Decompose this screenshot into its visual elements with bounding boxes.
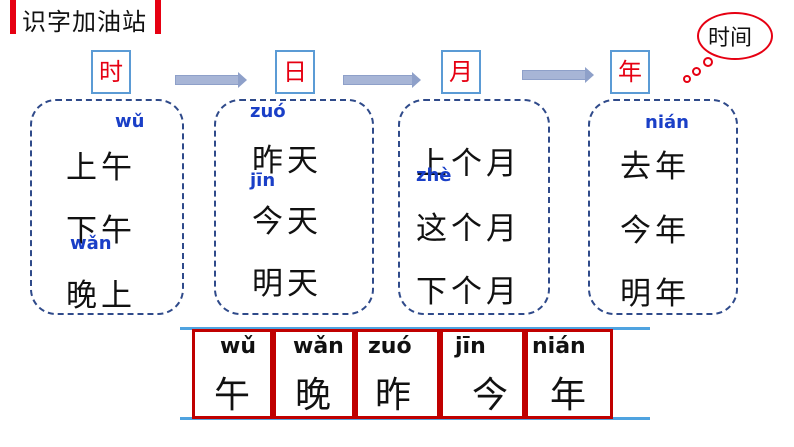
bubble-dot [692,67,701,76]
word-item: 上午 [66,150,136,186]
cell-character: 晚 [295,375,332,416]
pinyin-label: zhè [416,165,452,186]
word-item: 下午 [66,213,136,249]
word-item: 今年 [620,213,690,249]
arrow-right-icon [343,72,421,88]
header-box-year: 年 [610,50,650,94]
title-bar-right [155,0,161,34]
cell-pinyin: wǎn [293,334,344,359]
bubble-dot [703,57,713,67]
cell-pinyin: nián [532,334,586,359]
bubble-dot [683,75,691,83]
word-item: 今天 [252,204,322,240]
pinyin-label: wǔ [115,111,145,132]
arrow-right-icon [522,67,594,83]
character-cell [525,329,613,419]
character-cell [440,329,525,419]
cell-character: 午 [214,375,251,416]
character-cell [355,329,440,419]
title-bar-left [10,0,16,34]
word-group-day-parts [30,99,184,315]
word-group-days [214,99,374,315]
page-title: 识字加油站 [22,8,147,36]
word-item: 昨天 [252,143,322,179]
pinyin-label: wǎn [70,233,112,254]
cell-pinyin: wǔ [220,334,256,359]
pinyin-label: zuó [250,101,286,122]
word-item: 这个月 [416,211,521,247]
word-item: 上个月 [416,146,521,182]
cell-pinyin: jīn [455,334,486,359]
word-item: 明天 [252,266,322,302]
grid-top-line [180,327,650,330]
pinyin-label: jīn [250,170,276,191]
character-cell [192,329,273,419]
arrow-right-icon [175,72,247,88]
header-box-month: 月 [441,50,481,94]
cell-character: 年 [550,375,587,416]
thought-bubble-text: 时间 [708,26,753,51]
cell-character: 昨 [375,375,412,416]
word-item: 去年 [620,149,690,185]
word-item: 明年 [620,276,690,312]
pinyin-label: nián [645,112,689,133]
header-box-day: 日 [275,50,315,94]
word-group-years [588,99,738,315]
word-group-months [398,99,550,315]
thought-bubble [697,12,773,60]
cell-character: 今 [472,375,509,416]
word-item: 下个月 [416,274,521,310]
character-cell [273,329,355,419]
word-item: 晚上 [66,278,136,314]
header-box-hour: 时 [91,50,131,94]
cell-pinyin: zuó [368,334,412,359]
